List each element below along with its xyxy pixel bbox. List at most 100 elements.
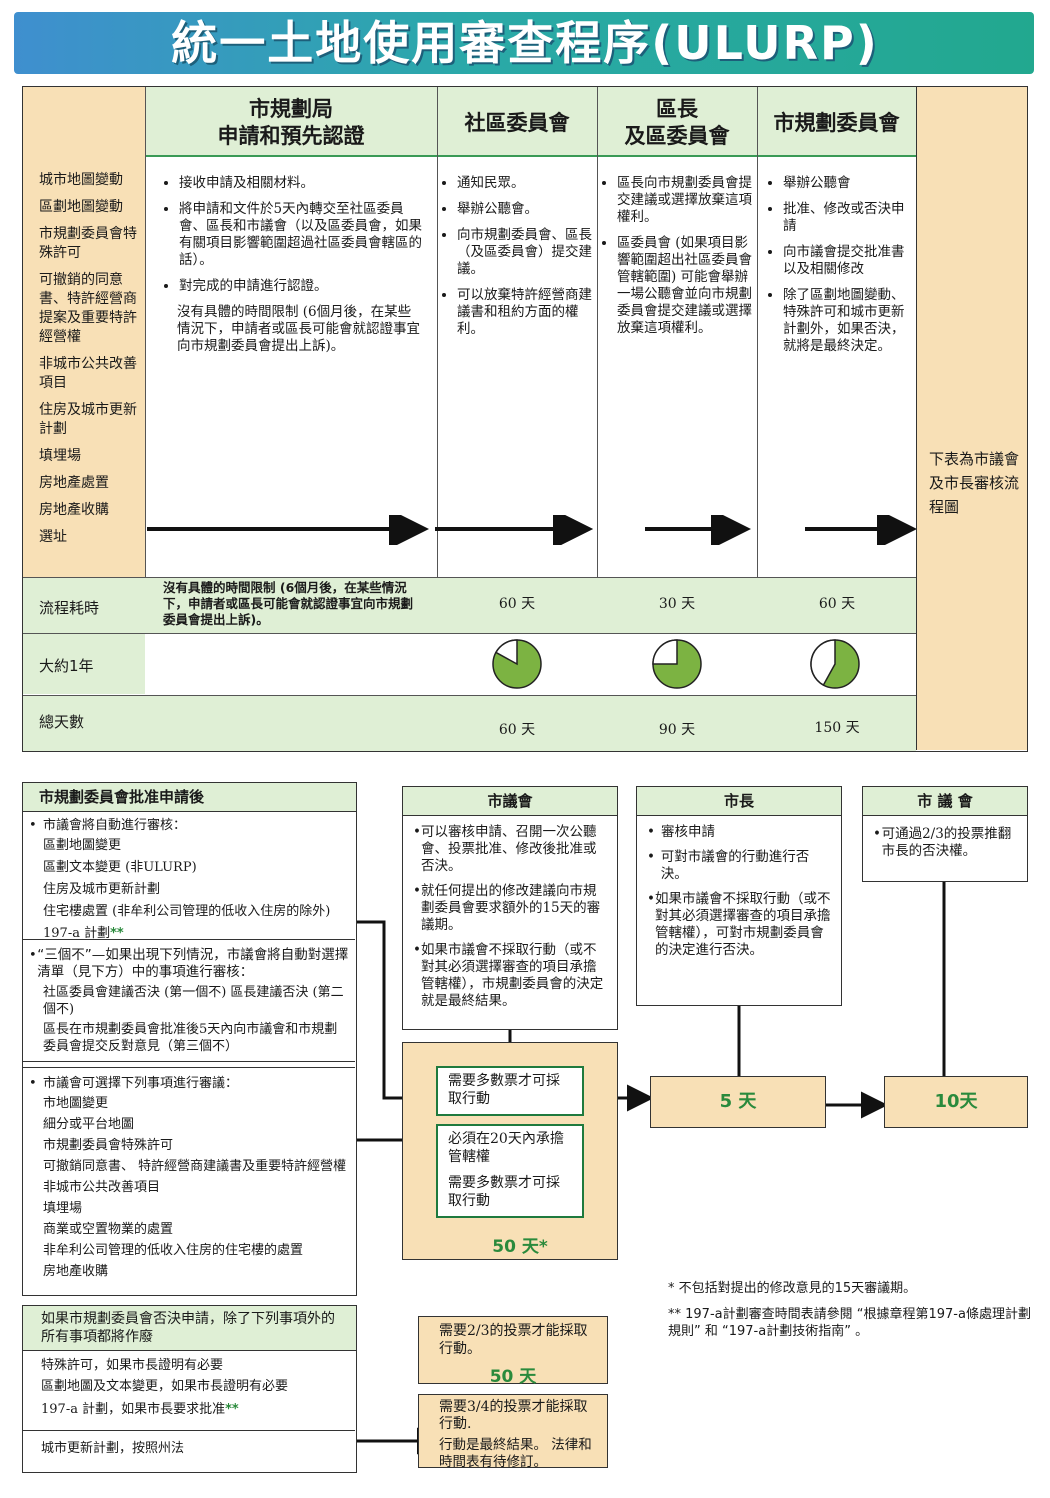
footnote-2: ** 197-a計劃審查時間表請參閱 “根據章程第197-a條處理計劃規則” 和…	[668, 1307, 1031, 1339]
header-cpc: 市規劃委員會	[757, 91, 916, 153]
cpd-note: 沒有具體的時間限制 (6個月後，在某些情況下，申請者或區長可能會就認證事宜向市規…	[177, 304, 420, 354]
pie-slice-3	[810, 639, 836, 687]
three-no-lead: “三個不”—如果出現下列情況，市議會將自動對選擇清單（見下方）中的事項進行審核：	[37, 947, 349, 980]
majority-2: 需要多數票才可採取行動	[448, 1175, 560, 1209]
footnote-1: * 不包括對提出的修改意見的15天審議期。	[668, 1281, 917, 1296]
left-items: 城市地圖變動 區劃地圖變動 市規劃委員會特殊許可 可撤銷的同意書、特許經營商提案…	[39, 171, 139, 547]
left-item: 城市地圖變動	[39, 172, 123, 188]
optional-item: 商業或空置物業的處置	[43, 1222, 174, 1237]
deny-last: 城市更新計劃，按照州法	[41, 1441, 185, 1456]
days-50b: 50 天	[489, 1367, 537, 1387]
header-cpc-text: 市規劃委員會	[773, 109, 900, 135]
right-note: 下表為市議會及市長審核流程圖	[929, 450, 1020, 516]
list-item: 可以放棄特許經營商建議書和租約方面的權利。	[457, 287, 593, 338]
deny-item: 特殊許可，如果市長證明有必要	[41, 1358, 224, 1373]
list-item: 批准、修改或否決申請	[783, 201, 907, 235]
deny-item: 區劃地圖及文本變更，如果市長證明有必要	[41, 1379, 289, 1394]
left-item: 房地產處置	[39, 475, 109, 491]
left-column	[23, 87, 145, 577]
days-10: 10天	[934, 1091, 978, 1112]
council-item: 可以審核申請、召開一次公聽會、投票批准、修改後批准或否決。	[420, 824, 597, 874]
total-cb: 60 天	[498, 722, 536, 738]
header-borough-president-text: 區長 及區委員會	[624, 96, 730, 148]
optional-lead: 市議會可選擇下列事項進行審議：	[43, 1076, 239, 1091]
left-item: 填埋場	[39, 448, 81, 464]
left-item: 房地產收購	[39, 502, 109, 518]
col-borough-president-content: 區長向市規劃委員會提交建議或選擇放棄這項權利。 區委員會 (如果項目影響範圍超出…	[603, 175, 753, 346]
list-item: 將申請和文件於5天內轉交至社區委員會、區長和市議會（以及區委員會，如果有關項目影…	[179, 201, 423, 269]
year-label: 大約1年	[39, 657, 94, 675]
left-item: 選址	[39, 529, 67, 545]
title-banner	[14, 12, 1034, 74]
list-item: 向市議會提交批准書以及相關修改	[783, 244, 907, 278]
pie-charts	[492, 639, 860, 689]
three-no-item: 區長在市規劃委員會批准後5天內向市議會和市規劃委員會提交反對意見（第三個不）	[43, 1022, 338, 1054]
time-bp: 30 天	[658, 596, 696, 612]
header-community-board-text: 社區委員會	[464, 109, 570, 135]
auto-item: 區劃文本變更 (非ULURP)	[43, 860, 197, 875]
three-quarters-text: 需要3/4的投票才能採取行動.	[439, 1399, 588, 1432]
flow-arrows	[147, 515, 916, 545]
list-item: 通知民眾。	[457, 175, 593, 192]
time-cpd: 沒有具體的時間限制 (6個月後，在某些情況下，申請者或區長可能會就認證事宜向市規…	[163, 580, 414, 627]
optional-item: 細分或平台地圖	[43, 1117, 135, 1132]
mayor-item: 審核申請	[661, 824, 715, 840]
left-item: 非城市公共改善項目	[39, 356, 137, 391]
council-box: 市議會 •可以審核申請、召開一次公聽會、投票批准、修改後批准或否決。 •就任何提…	[402, 786, 618, 1030]
two-thirds-box: 需要2/3的投票才能採取行動。 50 天	[418, 1316, 608, 1387]
left-item: 市規劃委員會特殊許可	[39, 226, 137, 261]
left-item: 住房及城市更新計劃	[39, 402, 137, 437]
three-no-item: 社區委員會建議否決 (第一個不) 區長建議否決 (第二個不)	[43, 985, 344, 1017]
three-quarters-box: 需要3/4的投票才能採取行動. 行動是最終結果。 法律和時間表有待修訂。	[418, 1394, 608, 1470]
days-5-box: 5 天	[650, 1076, 826, 1128]
header-community-board: 社區委員會	[437, 91, 597, 153]
mayor-item: 如果市議會不採取行動（或不對其必須選擇審查的項目承擔管轄權），可對市規劃委員會的…	[654, 891, 831, 958]
majority-box-1: 需要多數票才可採取行動	[436, 1066, 584, 1116]
header-row	[145, 87, 916, 157]
mayor-title: 市長	[637, 787, 841, 816]
optional-item: 市規劃委員會特殊許可	[43, 1138, 174, 1153]
deny-item: 197-a 計劃，如果市長要求批准	[41, 1402, 226, 1417]
council-title: 市議會	[403, 787, 617, 816]
council2-title: 市 議 會	[863, 787, 1027, 816]
days-5: 5 天	[719, 1091, 757, 1112]
pie-slice-1	[494, 639, 518, 666]
optional-item: 市地圖變更	[43, 1096, 109, 1111]
mayor-box: 市長 •審核申請 •可對市議會的行動進行否決。 •如果市議會不採取行動（或不對其…	[636, 786, 842, 1006]
auto-item: 197-a 計劃	[43, 926, 111, 941]
list-item: 向市規劃委員會、區長（及區委員會）提交建議。	[457, 227, 593, 278]
total-cpc: 150 天	[814, 720, 860, 736]
list-item: 區委員會 (如果項目影響範圍超出社區委員會管轄範圍) 可能會舉辦一場公聽會並向市…	[617, 235, 753, 337]
list-item: 舉辦公聽會	[783, 175, 907, 192]
within-20-days: 必須在20天內承擔管轄權	[448, 1131, 564, 1165]
final-action-text: 行動是最終結果。 法律和時間表有待修訂。	[439, 1437, 592, 1470]
list-item: 除了區劃地圖變動、特殊許可和城市更新計劃外，如果否決，就將是最終決定。	[783, 287, 907, 355]
total-bp: 90 天	[658, 722, 696, 738]
deny-title: 如果市規劃委員會否決申請，除了下列事項外的所有事項都將作廢	[23, 1306, 356, 1351]
optional-item: 填埋場	[43, 1201, 83, 1216]
time-row	[23, 577, 916, 634]
list-item: 區長向市規劃委員會提交建議或選擇放棄這項權利。	[617, 175, 753, 226]
auto-item: 住宅樓處置 (非牟利公司管理的低收入住房的除外)	[43, 904, 331, 919]
col-cpc-content: 舉辦公聽會 批准、修改或否決申請 向市議會提交批准書以及相關修改 除了區劃地圖變…	[765, 175, 907, 364]
right-column	[916, 87, 1027, 750]
year-row	[23, 633, 916, 696]
council2-item: 可通過2/3的投票推翻市長的否決權。	[881, 826, 1012, 859]
header-cpd: 市規劃局 申請和預先認證	[145, 91, 437, 153]
auto-lead: 市議會將自動進行審核：	[43, 818, 187, 833]
days-10-box: 10天	[884, 1076, 1028, 1128]
time-label: 流程耗時	[39, 599, 100, 617]
list-item: 對完成的申請進行認證。	[179, 278, 423, 295]
time-cpc: 60 天	[818, 596, 856, 612]
header-cpd-text: 市規劃局 申請和預先認證	[217, 96, 365, 148]
col-community-board-content: 通知民眾。 舉辦公聽會。 向市規劃委員會、區長（及區委員會）提交建議。 可以放棄…	[443, 175, 593, 347]
col-cpd-content: 接收申請及相關材料。 將申請和文件於5天內轉交至社區委員會、區長和市議會（以及區…	[161, 175, 423, 355]
top-table: 市規劃局 申請和預先認證 社區委員會 區長 及區委員會 市規劃委員會 城市地圖變…	[22, 86, 1028, 752]
auto-item: 區劃地圖變更	[43, 838, 122, 853]
optional-item: 房地產收購	[43, 1264, 109, 1279]
cpc-deny-box: 如果市規劃委員會否決申請，除了下列事項外的所有事項都將作廢 特殊許可，如果市長證…	[22, 1305, 357, 1473]
cpc-approve-title: 市規劃委員會批准申請後	[23, 783, 356, 812]
time-cb: 60 天	[498, 596, 536, 612]
council-item: 就任何提出的修改建議向市規劃委員會要求額外的15天的審議期。	[420, 883, 601, 933]
